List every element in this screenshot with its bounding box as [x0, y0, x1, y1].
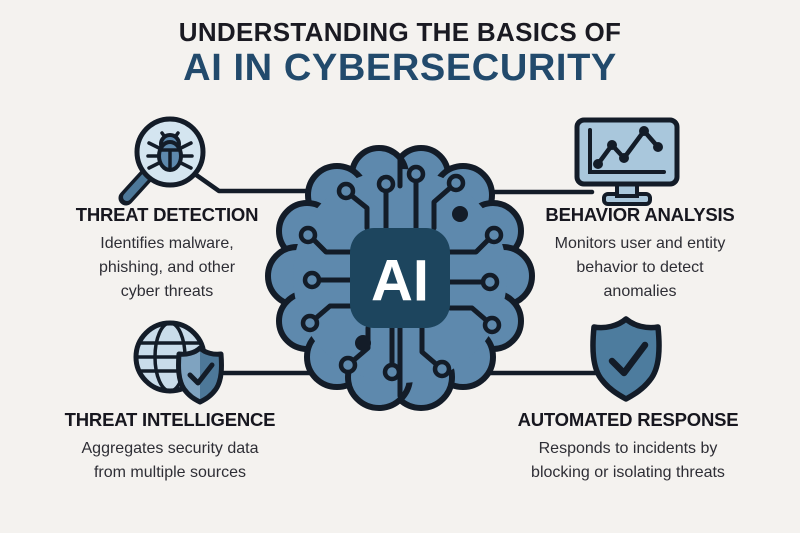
bug-glyph [146, 131, 194, 172]
title-line-1: UNDERSTANDING THE BASICS OF [178, 17, 622, 47]
behavior-analysis-heading: BEHAVIOR ANALYSIS [545, 204, 735, 225]
automated-response-heading: AUTOMATED RESPONSE [517, 409, 739, 430]
chart-points [593, 126, 663, 169]
connector-threat-detection [189, 169, 333, 194]
title-line-2: AI IN CYBERSECURITY [183, 46, 617, 89]
ai-chip-label: AI [371, 249, 429, 314]
threat-intelligence-description: Aggregates security data from multiple s… [81, 440, 259, 481]
behavior-analysis-description: Monitors user and entity behavior to det… [554, 235, 726, 300]
automated-response-description: Responds to incidents by blocking or iso… [531, 440, 725, 481]
section-threat-detection: THREAT DETECTION Identifies malware, phi… [57, 204, 277, 304]
threat-detection-description: Identifies malware, phishing, and other … [98, 235, 236, 300]
circuit-brain-icon: AI [265, 145, 535, 411]
page-title: UNDERSTANDING THE BASICS OF AI IN CYBERS… [0, 18, 800, 90]
threat-detection-heading: THREAT DETECTION [75, 204, 259, 225]
globe-shield-icon [133, 320, 224, 405]
section-threat-intelligence: THREAT INTELLIGENCE Aggregates security … [55, 409, 285, 485]
threat-intelligence-heading: THREAT INTELLIGENCE [64, 409, 276, 430]
circuit-nodes [298, 164, 504, 382]
section-behavior-analysis: BEHAVIOR ANALYSIS Monitors user and enti… [530, 204, 750, 304]
magnifier-bug-icon [118, 116, 206, 206]
intel-shield [176, 345, 224, 405]
shield-check-icon [590, 316, 662, 402]
section-automated-response: AUTOMATED RESPONSE Responds to incidents… [503, 409, 753, 485]
ai-chip [350, 228, 450, 328]
monitor-chart-icon [574, 117, 680, 206]
